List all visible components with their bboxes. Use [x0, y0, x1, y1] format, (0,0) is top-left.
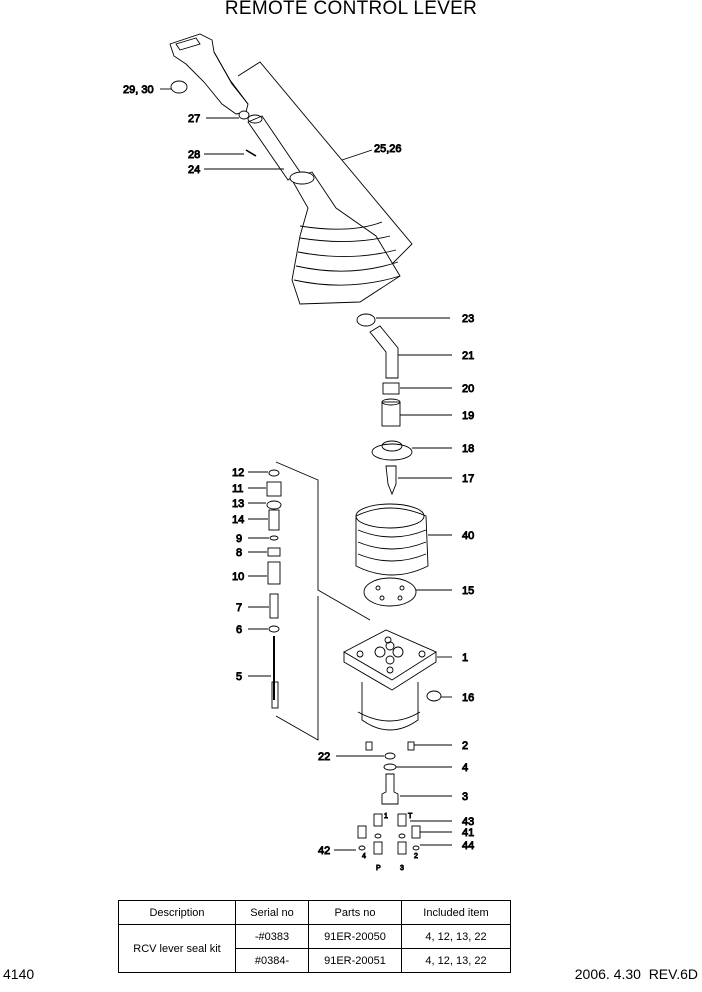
callout-19: 19 [462, 410, 474, 422]
bracket-left [275, 461, 371, 741]
part-19 [381, 398, 452, 427]
serial-cell: #0384- [235, 948, 309, 973]
bellows-40 [355, 503, 452, 576]
part-17 [385, 465, 452, 496]
items-cell: 4, 12, 13, 22 [401, 948, 511, 973]
port-fittings [334, 813, 452, 855]
part-cell: 91ER-20050 [308, 924, 402, 949]
exploded-parts-diagram: 29, 30 27 28 24 25,26 23 21 20 19 18 17 … [123, 33, 475, 872]
screw-28 [204, 149, 257, 157]
screws-2 [365, 741, 452, 751]
cap-29-30 [160, 80, 188, 94]
callout-4: 4 [462, 762, 468, 774]
seal-kit-table: Description Serial no Parts no Included … [118, 900, 511, 973]
kit-description: RCV lever seal kit [118, 924, 236, 973]
orings-22-4 [336, 752, 452, 771]
callout-27: 27 [188, 113, 200, 125]
callout-29-30: 29, 30 [123, 84, 154, 96]
port-mark-P: P [376, 865, 381, 872]
table-row: RCV lever seal kit -#0383 91ER-20050 4, … [118, 924, 511, 973]
nut-20 [382, 382, 452, 395]
page-number: 4140 [3, 966, 35, 982]
serial-cell: -#0383 [235, 924, 309, 949]
callout-1: 1 [462, 652, 468, 664]
plate-15 [363, 577, 452, 607]
port-mark-T: T [408, 813, 413, 820]
port-mark-2: 2 [414, 853, 418, 860]
items-cell: 4, 12, 13, 22 [401, 924, 511, 949]
callout-23: 23 [462, 313, 474, 325]
callout-20: 20 [462, 383, 474, 395]
callout-7: 7 [236, 602, 242, 614]
callout-44: 44 [462, 840, 474, 852]
page-title: REMOTE CONTROL LEVER [224, 0, 478, 19]
callout-8: 8 [236, 547, 242, 559]
callout-11: 11 [232, 483, 243, 495]
callout-40: 40 [462, 530, 474, 542]
callout-25-26: 25,26 [374, 143, 402, 155]
col-included: Included item [401, 900, 511, 925]
bracket-25-26 [237, 61, 413, 273]
disc-18 [371, 440, 452, 461]
body-1 [343, 629, 452, 731]
lever-tube-24 [204, 114, 301, 181]
col-description: Description [118, 900, 236, 925]
col-parts: Parts no [308, 900, 402, 925]
table-header-row: Description Serial no Parts no Included … [118, 900, 511, 925]
part-23 [356, 313, 450, 327]
rubber-boot [289, 171, 401, 305]
part-cell: 91ER-20051 [308, 948, 402, 973]
callout-41: 41 [462, 827, 474, 839]
port-mark-1: 1 [384, 813, 388, 820]
callout-6: 6 [236, 624, 242, 636]
callout-17: 17 [462, 473, 474, 485]
part-16 [426, 690, 452, 702]
port-mark-3: 3 [400, 865, 404, 872]
part-27 [206, 110, 250, 120]
callout-16: 16 [462, 692, 474, 704]
part-3 [381, 773, 452, 805]
callout-2: 2 [462, 740, 468, 752]
callout-13: 13 [232, 498, 244, 510]
callout-42: 42 [318, 845, 330, 857]
col-serial: Serial no [235, 900, 309, 925]
lever-grip [169, 33, 249, 115]
callout-3: 3 [462, 791, 468, 803]
callout-14: 14 [232, 514, 244, 526]
callout-9: 9 [236, 533, 242, 545]
callout-18: 18 [462, 443, 474, 455]
callout-22: 22 [318, 751, 330, 763]
callout-5: 5 [236, 671, 242, 683]
revision-date: 2006. 4.30 REV.6D [574, 966, 698, 982]
port-mark-4: 4 [362, 853, 366, 860]
callout-21: 21 [462, 350, 474, 362]
callout-24: 24 [188, 164, 200, 176]
callout-12: 12 [232, 467, 244, 479]
table-row: #0384- 91ER-20051 4, 12, 13, 22 [119, 948, 511, 973]
callout-15: 15 [462, 585, 474, 597]
spool-assembly [248, 469, 282, 709]
callout-43: 43 [462, 816, 474, 828]
rod-21 [369, 325, 452, 379]
callout-28: 28 [188, 149, 200, 161]
callout-10: 10 [232, 571, 244, 583]
